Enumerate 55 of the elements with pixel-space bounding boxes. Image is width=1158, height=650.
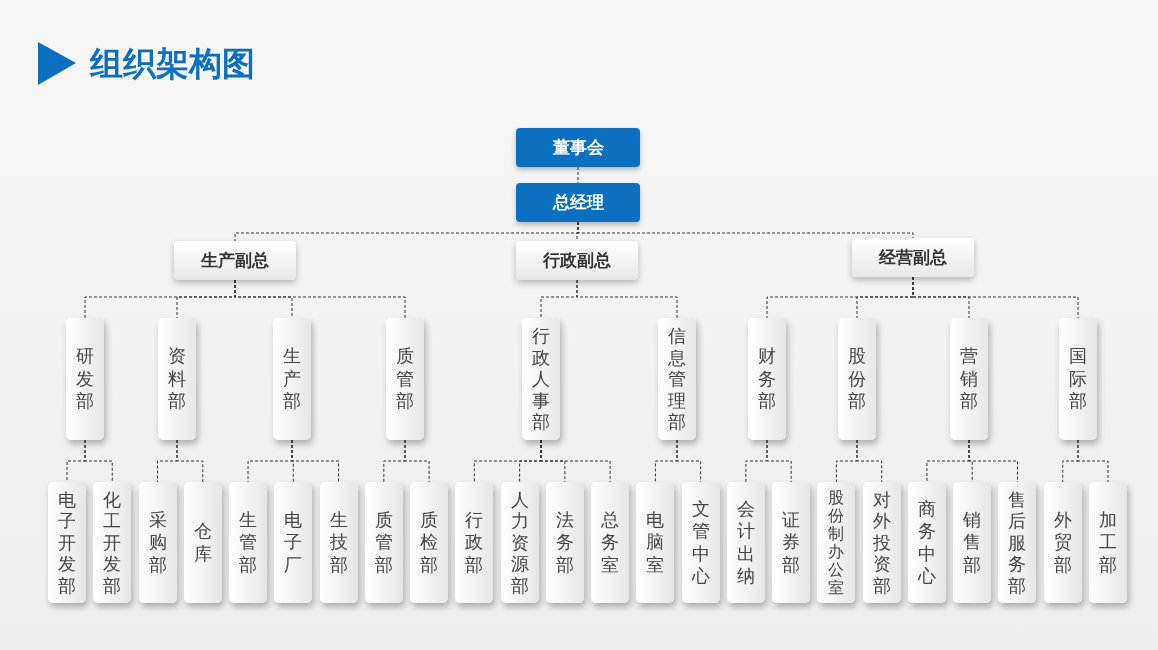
- department-box: 电子厂: [274, 482, 313, 603]
- connector-line: [912, 276, 1079, 319]
- department-box: 电脑室: [636, 482, 675, 603]
- deputy-box: 行政副总: [516, 241, 638, 280]
- department-box: 生技部: [319, 482, 358, 603]
- department-box: 采购部: [138, 482, 177, 603]
- department-box: 对外投资部: [862, 482, 901, 603]
- department-box: 行政人事部: [522, 318, 560, 440]
- department-box: 生管部: [229, 482, 268, 603]
- department-box: 国际部: [1059, 318, 1097, 440]
- connector-line: [856, 439, 883, 483]
- leader-box: 董事会: [516, 128, 640, 167]
- leader-box: 总经理: [516, 183, 640, 222]
- connector-line: [676, 439, 702, 483]
- department-box: 仓库: [183, 482, 222, 603]
- department-box: 人力资源部: [500, 482, 539, 603]
- department-box: 行政部: [455, 482, 494, 603]
- connector-line: [577, 166, 579, 184]
- connector-line: [577, 221, 914, 239]
- title: 组织架构图: [90, 43, 255, 85]
- department-box: 营销部: [950, 318, 988, 440]
- department-box: 信息管理部: [658, 318, 696, 440]
- department-box: 财务部: [748, 318, 786, 440]
- connector-line: [176, 439, 204, 483]
- department-box: 质管部: [386, 318, 424, 440]
- department-box: 质检部: [410, 482, 449, 603]
- connector-line: [1077, 439, 1109, 483]
- connector-line: [404, 439, 430, 483]
- department-box: 股份部: [838, 318, 876, 440]
- department-box: 售后服务部: [998, 482, 1037, 603]
- department-box: 化工开发部: [93, 482, 132, 603]
- department-box: 生产部: [273, 318, 311, 440]
- deputy-box: 经营副总: [852, 238, 974, 277]
- connector-line: [84, 439, 113, 483]
- department-box: 电子开发部: [48, 482, 86, 603]
- connector-line: [540, 439, 611, 483]
- connector-line: [576, 279, 678, 319]
- connector-line: [291, 439, 340, 483]
- connector-line: [766, 439, 792, 483]
- department-box: 加工部: [1088, 482, 1127, 603]
- department-box: 商务中心: [907, 482, 946, 603]
- department-box: 研发部: [66, 318, 104, 440]
- department-box: 文管中心: [681, 482, 720, 603]
- connector-line: [234, 279, 406, 319]
- deputy-box: 生产副总: [174, 241, 296, 280]
- department-box: 股份制办公室: [817, 482, 856, 603]
- department-box: 销售部: [953, 482, 992, 603]
- department-box: 资料部: [158, 318, 196, 440]
- connector-line: [968, 439, 1018, 483]
- department-box: 总务室: [591, 482, 630, 603]
- department-box: 会计出纳: [726, 482, 765, 603]
- department-box: 法务部: [545, 482, 584, 603]
- department-box: 证券部: [772, 482, 811, 603]
- department-box: 质管部: [364, 482, 403, 603]
- department-box: 外贸部: [1043, 482, 1082, 603]
